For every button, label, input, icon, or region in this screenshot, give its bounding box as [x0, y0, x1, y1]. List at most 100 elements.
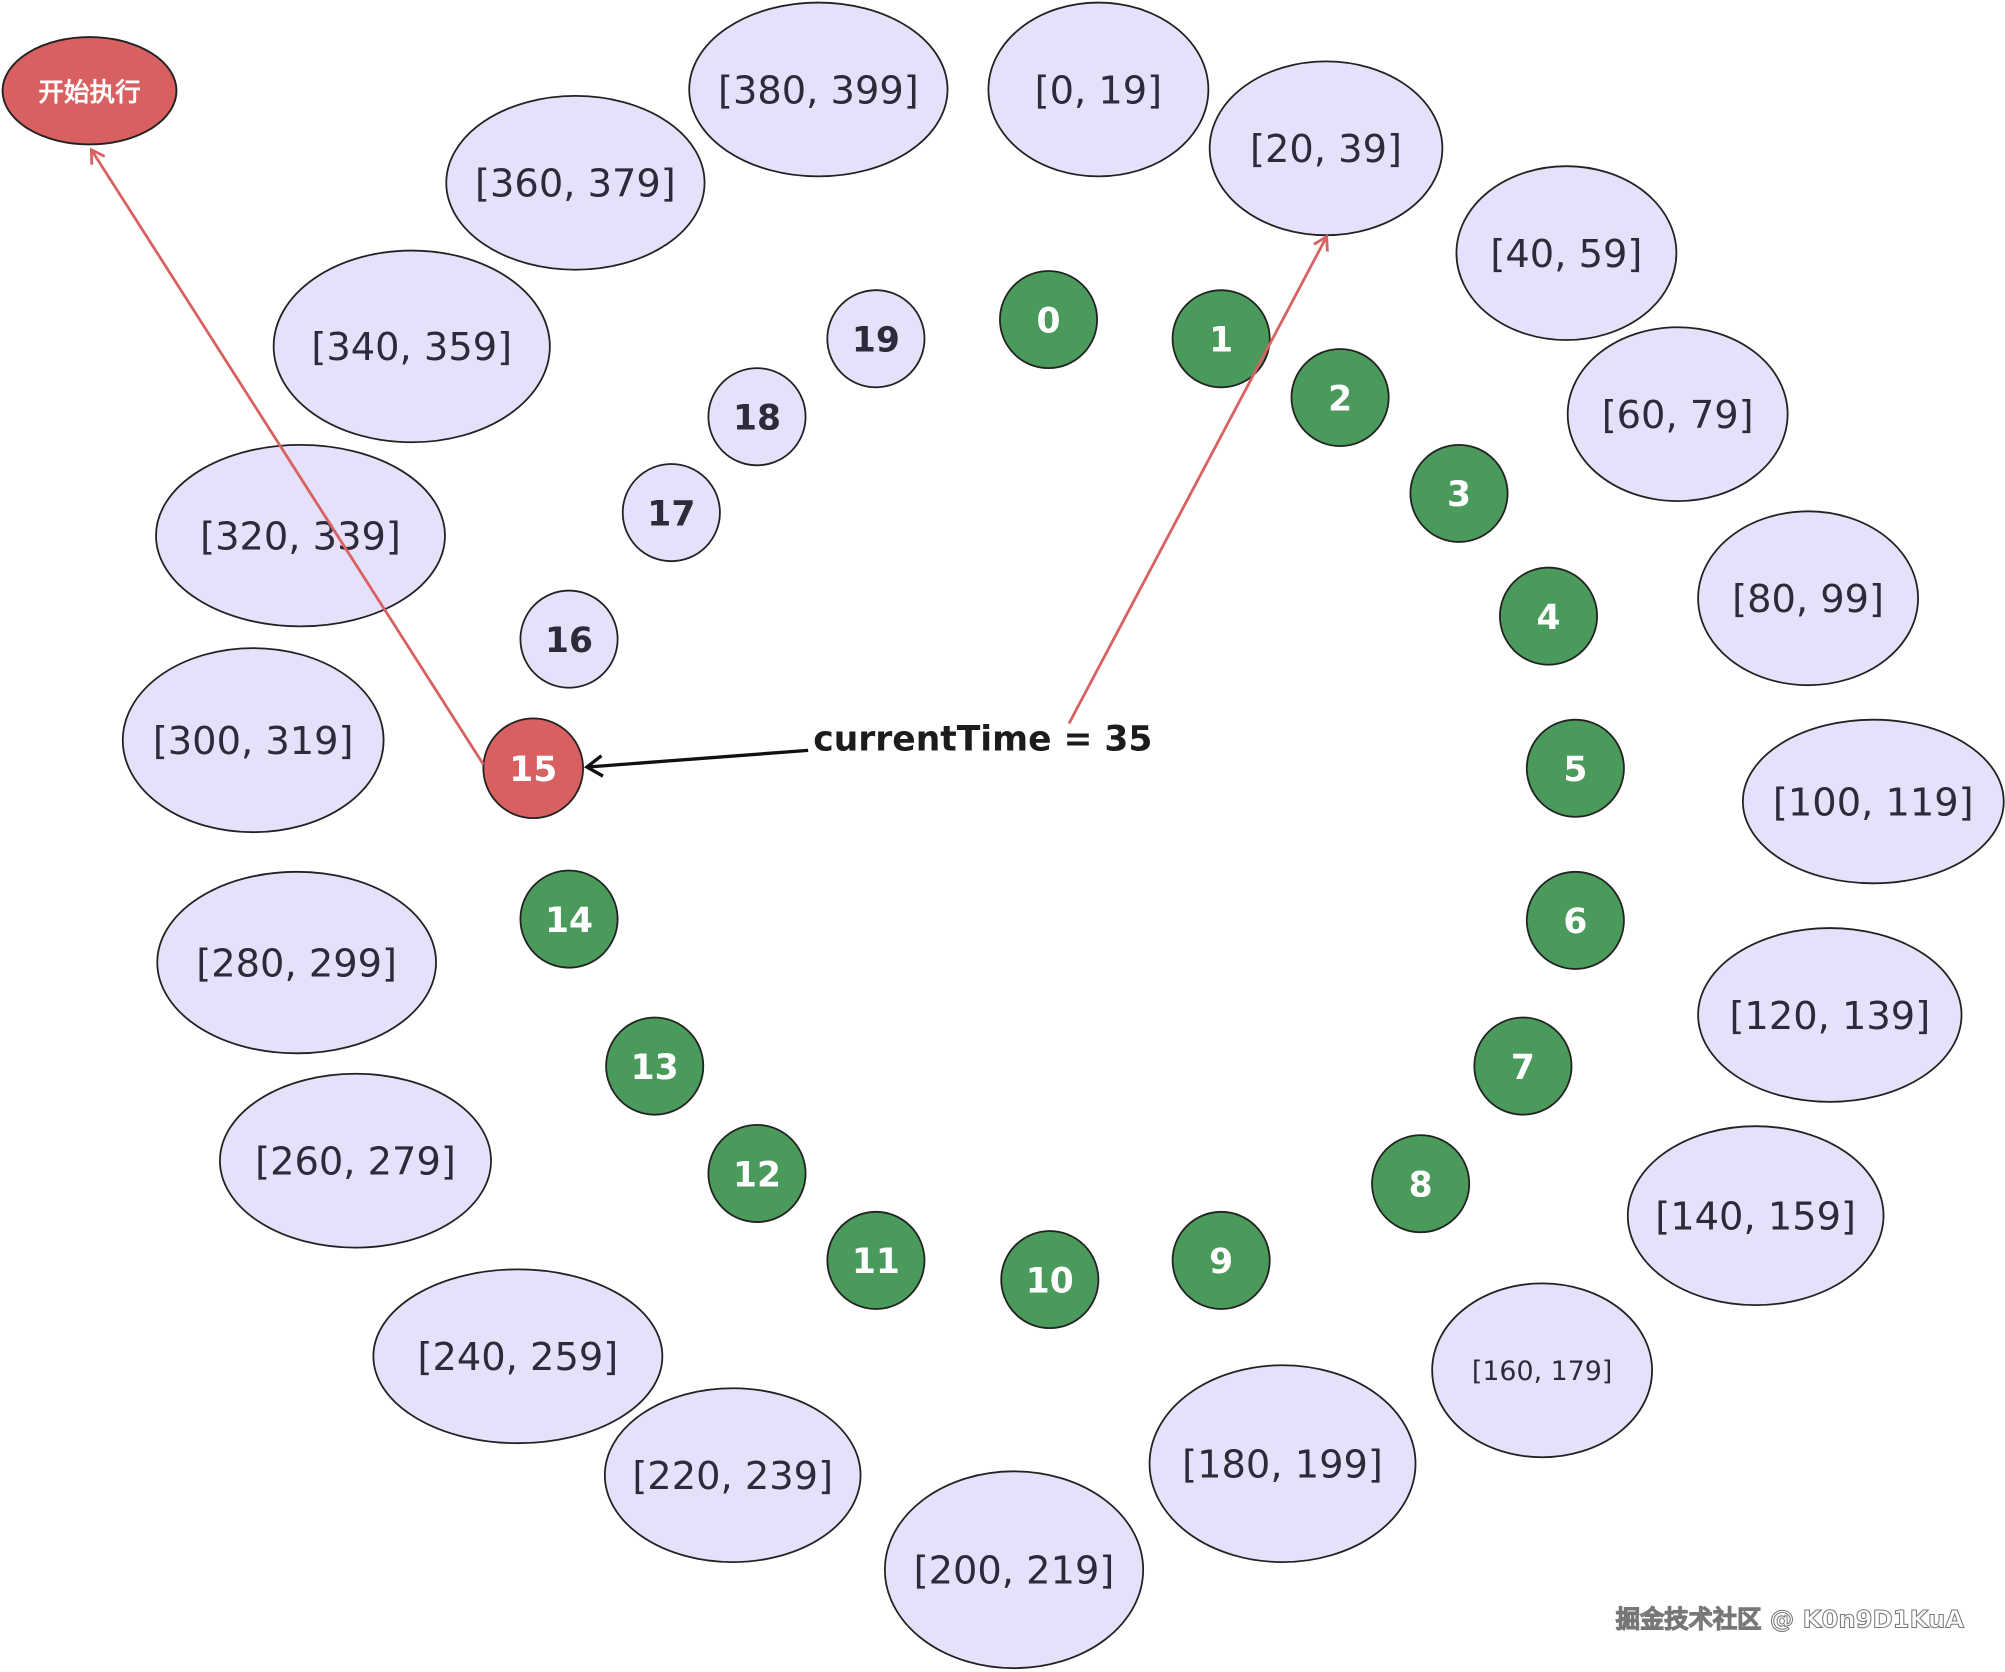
slot-label: 8 — [1409, 1165, 1433, 1205]
slot-circle — [605, 1016, 705, 1116]
start-label: 开始执行 — [38, 78, 140, 108]
slot-label: 6 — [1563, 902, 1587, 942]
arrow-to-range-20-39 — [1067, 234, 1329, 725]
slot-circle — [1290, 348, 1390, 448]
range-bucket-shape — [1741, 718, 2005, 885]
range-bucket-shape — [445, 94, 706, 271]
slot-11: 11 — [826, 1210, 926, 1310]
range-bucket-label: [80, 99] — [1732, 577, 1884, 622]
slot-label: 19 — [852, 321, 900, 361]
range-bucket-300-319: [300, 319] — [121, 647, 385, 834]
range-bucket-160-179: [160, 179] — [1431, 1282, 1653, 1459]
range-bucket-shape — [156, 870, 437, 1055]
range-bucket-320-339: [320, 339] — [155, 443, 446, 628]
current-time-label: currentTime = 35 — [813, 719, 1152, 759]
slot-circle — [519, 589, 619, 689]
slot-3: 3 — [1409, 443, 1509, 543]
range-bucket-shape — [1566, 326, 1789, 502]
slot-label: 18 — [733, 399, 781, 439]
slot-circle — [1473, 1016, 1573, 1116]
range-bucket-shape — [987, 1, 1210, 178]
range-buckets: [0, 19][20, 39][40, 59][60, 79][80, 99][… — [121, 1, 2005, 1670]
range-bucket-label: [200, 219] — [914, 1549, 1115, 1594]
range-bucket-140-159: [140, 159] — [1626, 1125, 1885, 1307]
range-bucket-shape — [1697, 927, 1963, 1103]
slot-13: 13 — [605, 1016, 705, 1116]
range-bucket-shape — [272, 249, 551, 444]
slot-4: 4 — [1499, 566, 1598, 666]
range-bucket-220-239: [220, 239] — [603, 1387, 862, 1563]
slot-circle — [519, 869, 619, 969]
slot-5: 5 — [1525, 718, 1625, 818]
range-bucket-shape — [1697, 510, 1919, 687]
slot-circle — [1371, 1134, 1471, 1234]
range-bucket-label: [40, 59] — [1490, 232, 1642, 277]
range-bucket-label: [360, 379] — [475, 162, 676, 207]
range-bucket-label: [260, 279] — [255, 1140, 456, 1185]
range-bucket-360-379: [360, 379] — [445, 94, 706, 271]
range-bucket-0-19: [0, 19] — [987, 1, 1210, 178]
range-bucket-280-299: [280, 299] — [156, 870, 437, 1055]
slot-label: 12 — [733, 1155, 781, 1195]
slot-label: 11 — [852, 1242, 900, 1282]
slot-circle — [1525, 870, 1625, 970]
slot-12: 12 — [707, 1124, 807, 1223]
range-bucket-shape — [1431, 1282, 1653, 1459]
range-bucket-label: [320, 339] — [200, 514, 401, 559]
slot-circle — [1171, 1210, 1271, 1310]
slot-0: 0 — [999, 270, 1099, 370]
slot-circle — [621, 463, 721, 563]
range-bucket-100-119: [100, 119] — [1741, 718, 2005, 885]
range-bucket-260-279: [260, 279] — [219, 1072, 492, 1249]
range-bucket-shape — [1626, 1125, 1885, 1307]
arrows — [89, 147, 1329, 767]
slot-8: 8 — [1371, 1134, 1471, 1234]
range-bucket-120-139: [120, 139] — [1697, 927, 1963, 1103]
slot-label: 10 — [1026, 1261, 1074, 1301]
range-bucket-shape — [372, 1268, 664, 1445]
range-bucket-shape — [603, 1387, 862, 1563]
range-bucket-label: [220, 239] — [632, 1454, 833, 1499]
range-bucket-label: [140, 159] — [1655, 1194, 1856, 1239]
slot-label: 15 — [509, 750, 557, 790]
slot-label: 7 — [1511, 1048, 1535, 1088]
slot-circle — [1000, 1230, 1100, 1330]
range-bucket-label: [100, 119] — [1773, 780, 1974, 825]
range-bucket-380-399: [380, 399] — [688, 1, 949, 178]
slot-6: 6 — [1525, 870, 1625, 970]
range-bucket-shape — [883, 1470, 1145, 1670]
slot-label: 4 — [1536, 598, 1560, 638]
slot-circle — [826, 289, 926, 389]
slot-label: 16 — [545, 621, 593, 661]
watermark: 掘金技术社区 @ K0n9D1KuA — [1616, 1604, 1965, 1633]
range-bucket-label: [160, 179] — [1472, 1356, 1612, 1387]
range-bucket-label: [180, 199] — [1182, 1442, 1383, 1487]
start-node: 开始执行 — [1, 36, 178, 146]
range-bucket-340-359: [340, 359] — [272, 249, 551, 444]
slot-circle — [1171, 289, 1271, 389]
range-bucket-shape — [688, 1, 949, 178]
slot-16: 16 — [519, 589, 619, 689]
range-bucket-shape — [155, 443, 446, 628]
arrow-to-start — [89, 147, 485, 766]
range-bucket-label: [0, 19] — [1035, 68, 1163, 113]
slot-circle — [482, 717, 584, 820]
slot-15: 15 — [482, 717, 584, 820]
range-bucket-label: [120, 139] — [1729, 994, 1930, 1039]
slot-circle — [1409, 443, 1509, 543]
slot-circle — [707, 1124, 807, 1223]
arrow-current-time — [588, 748, 809, 767]
slot-1: 1 — [1171, 289, 1271, 389]
range-bucket-40-59: [40, 59] — [1455, 165, 1678, 341]
slot-label: 5 — [1563, 750, 1587, 790]
slot-2: 2 — [1290, 348, 1390, 448]
slot-circle — [707, 367, 807, 467]
slot-label: 17 — [647, 494, 695, 534]
slot-label: 2 — [1328, 379, 1352, 419]
range-bucket-label: [280, 299] — [196, 941, 397, 986]
slot-label: 3 — [1447, 475, 1471, 515]
range-bucket-label: [380, 399] — [718, 68, 919, 113]
slot-7: 7 — [1473, 1016, 1573, 1116]
